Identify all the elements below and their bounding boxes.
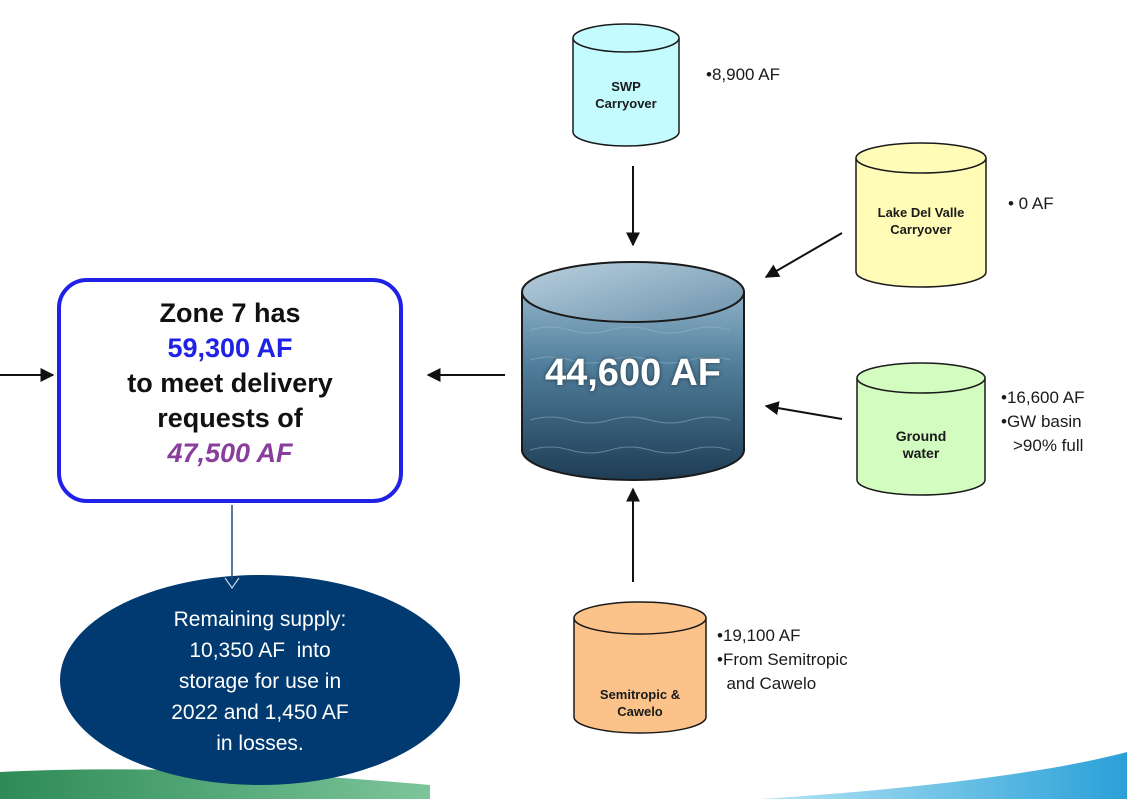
groundwater-note: •16,600 AF •GW basin >90% full: [1001, 388, 1085, 455]
main-cylinder-body: [521, 292, 745, 481]
groundwater-cylinder-label: Ground water: [895, 428, 947, 461]
zone-7-summary-box: Zone 7 has 59,300 AF to meet delivery re…: [57, 278, 403, 503]
zone-line-3: to meet delivery: [127, 368, 333, 398]
connector-zone-arrowhead: [224, 577, 240, 590]
semitropic-cylinder-top: [573, 601, 707, 635]
zone-requests-amount: 47,500 AF: [167, 438, 293, 468]
lake-del-valle-cylinder: [855, 142, 987, 288]
decorative-band-right: [760, 752, 1127, 799]
swp-cylinder-top: [572, 23, 680, 53]
groundwater-cylinder: [856, 362, 986, 496]
swp-cylinder-label: SWP Carryover: [595, 79, 657, 111]
arrow-groundwater-to-main: [764, 401, 843, 420]
semitropic-cylinder: [573, 601, 707, 734]
zone-line-1: Zone 7 has: [159, 298, 301, 328]
swp-cylinder-body: [572, 38, 680, 147]
semitropic-note: •19,100 AF •From Semitropic and Cawelo: [717, 626, 848, 693]
remaining-supply-ellipse: [60, 575, 460, 785]
swp-note: •8,900 AF: [706, 65, 781, 84]
main-storage-value: 44,600 AF: [544, 352, 722, 394]
semitropic-cylinder-label: Semitropic & Cawelo: [599, 687, 681, 719]
lake-note: • 0 AF: [1008, 194, 1054, 213]
main-cylinder-ripples: [529, 326, 731, 454]
semitropic-cylinder-body: [573, 618, 707, 734]
zone-available-amount: 59,300 AF: [167, 333, 293, 363]
lake-cylinder-body: [855, 158, 987, 288]
groundwater-cylinder-top: [856, 362, 986, 394]
lake-cylinder-top: [855, 142, 987, 174]
arrow-lake-to-main: [764, 232, 843, 278]
swp-carryover-cylinder: [572, 23, 680, 147]
lake-cylinder-label: Lake Del Valle Carryover: [877, 205, 965, 237]
main-cylinder-top: [521, 261, 745, 323]
zone-line-4: requests of: [157, 403, 303, 433]
remaining-supply-text: Remaining supply: 10,350 AF into storage…: [171, 608, 349, 755]
groundwater-cylinder-body: [856, 378, 986, 496]
main-storage-cylinder: [521, 261, 745, 481]
